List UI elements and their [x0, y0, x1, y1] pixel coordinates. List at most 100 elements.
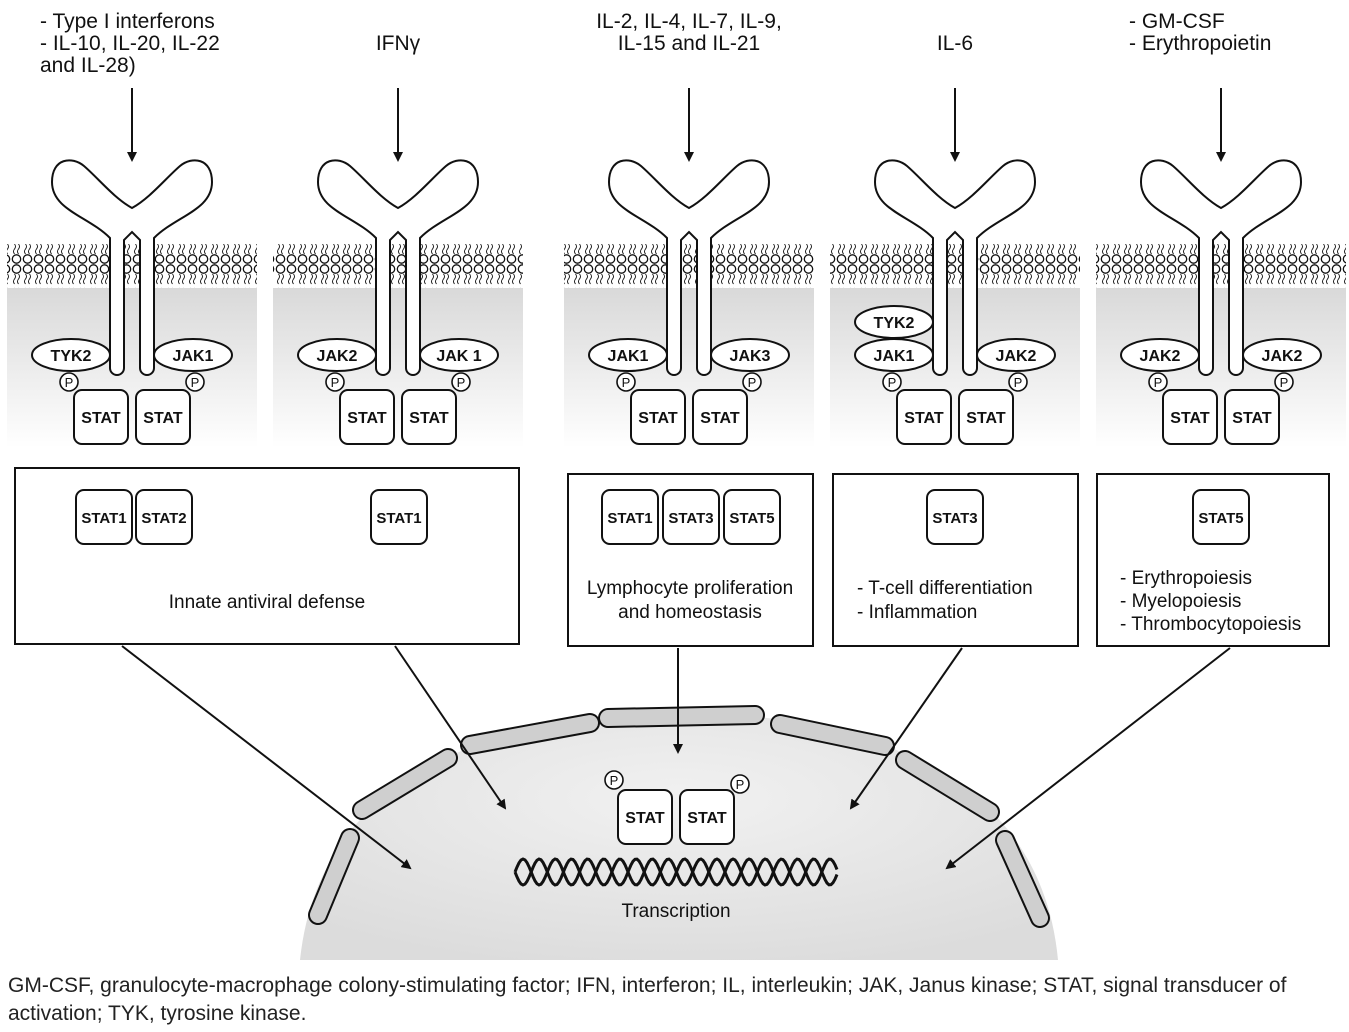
stat-box-right [958, 389, 1014, 445]
ligand-label: and IL-28) [40, 54, 136, 77]
cell-membrane [564, 244, 814, 288]
outcome-text: - T-cell differentiation [857, 578, 1033, 599]
outcome-box-3: STAT3- T-cell differentiation- Inflammat… [832, 473, 1079, 647]
jak-right [976, 338, 1056, 372]
ligand-label: - GM-CSF [1129, 10, 1225, 33]
nuclear-stat-left-label: STAT [625, 810, 665, 827]
stat-box-left-label: STAT [81, 410, 121, 427]
phospho-left-label: P [1154, 375, 1163, 390]
phospho-left [616, 372, 636, 392]
jak-left [1120, 338, 1200, 372]
nuclear-stat-right-label: STAT [687, 810, 727, 827]
stat-box-right-label: STAT [1232, 410, 1272, 427]
nuclear-stat-left [617, 789, 673, 845]
phospho-left-label: P [331, 375, 340, 390]
jak-right [710, 338, 790, 372]
phospho-left-label: P [888, 375, 897, 390]
stat-box-left-label: STAT [904, 410, 944, 427]
receptor [50, 159, 214, 376]
cell-membrane [1096, 244, 1346, 288]
stat-box-right-label: STAT [143, 410, 183, 427]
dna-strand [513, 857, 839, 887]
nuclear-phospho-left-label: P [610, 773, 619, 788]
jak-extra-label: TYK2 [874, 315, 915, 332]
outcome-stat-box-label: STAT1 [376, 510, 421, 527]
phospho-right-label: P [191, 375, 200, 390]
nuclear-envelope-segment-fill [462, 715, 598, 753]
outcome-stat-box [926, 489, 984, 545]
stat-box-right [401, 389, 457, 445]
figure-caption: GM-CSF, granulocyte-macrophage colony-st… [8, 974, 1287, 1025]
receptor [607, 159, 771, 376]
stat-box-right [135, 389, 191, 445]
nuclear-envelope-segment-fill [997, 832, 1048, 926]
outcome-stat-box [601, 489, 659, 545]
nuclear-phospho-right-label: P [736, 777, 745, 792]
jak-left-label: JAK1 [874, 348, 915, 365]
jak-right [1242, 338, 1322, 372]
jak-left-label: JAK1 [608, 348, 649, 365]
outcome-stat-box-label: STAT2 [141, 510, 186, 527]
outcome-stat-box-label: STAT5 [729, 510, 774, 527]
nuclear-phospho-left [604, 770, 624, 790]
nuclear-phospho-right [730, 774, 750, 794]
phospho-left [325, 372, 345, 392]
phospho-right [742, 372, 762, 392]
receptor [873, 159, 1037, 376]
jak-right [419, 338, 499, 372]
outcome-text: Lymphocyte proliferation [587, 578, 793, 599]
nucleus-arrow [121, 645, 412, 870]
outcome-frame [1096, 473, 1330, 647]
jak-right-label: JAK2 [1262, 348, 1303, 365]
phospho-left [1148, 372, 1168, 392]
jak-right-label: JAK2 [996, 348, 1037, 365]
outcome-stat-box-label: STAT3 [668, 510, 713, 527]
stat-box-left [896, 389, 952, 445]
stat-box-left [73, 389, 129, 445]
cytoplasm-panel [7, 288, 257, 448]
phospho-left [882, 372, 902, 392]
outcome-stat-box [370, 489, 428, 545]
outcome-stat-box-label: STAT3 [932, 510, 977, 527]
jak-left-label: TYK2 [51, 348, 92, 365]
jak-stat-diagram: Transcription - Type I interferons- IL-1… [7, 10, 1346, 960]
phospho-right-label: P [1014, 375, 1023, 390]
nuclear-envelope-segment-fill [772, 716, 893, 754]
nuclear-envelope-segment-fill [897, 752, 998, 820]
stat-box-right-label: STAT [409, 410, 449, 427]
nucleus-arrow [394, 645, 507, 810]
outcome-text: - Myelopoiesis [1120, 591, 1241, 612]
outcome-stat-box-label: STAT1 [81, 510, 126, 527]
ligand-label: - IL-10, IL-20, IL-22 [40, 32, 220, 55]
outcome-stat-box [723, 489, 781, 545]
phospho-right [1274, 372, 1294, 392]
stat-box-left-label: STAT [638, 410, 678, 427]
jak-right-label: JAK3 [730, 348, 771, 365]
nucleus-arrow [849, 647, 963, 810]
jak-left [297, 338, 377, 372]
phospho-right-label: P [748, 375, 757, 390]
phospho-right [1008, 372, 1028, 392]
outcome-box-4: STAT5- Erythropoiesis- Myelopoiesis- Thr… [1096, 473, 1330, 647]
stat-box-left-label: STAT [347, 410, 387, 427]
ligand-label: IL-15 and IL-21 [618, 32, 760, 55]
ligand-label: IL-2, IL-4, IL-7, IL-9, [596, 10, 782, 33]
receptor [1139, 159, 1303, 376]
cell-membrane [7, 244, 257, 288]
stat-box-left [1162, 389, 1218, 445]
jak-right-label: JAK 1 [436, 348, 481, 365]
stat-box-left [339, 389, 395, 445]
phospho-right [451, 372, 471, 392]
outcome-text: and homeostasis [618, 602, 762, 623]
cytoplasm-panel [1096, 288, 1346, 448]
outcome-frame [14, 467, 520, 645]
nuclear-envelope-segment-fill [310, 830, 358, 923]
jak-extra [854, 305, 934, 339]
outcome-stat-box [662, 489, 720, 545]
nucleus-arrow [945, 647, 1231, 870]
jak-left [588, 338, 668, 372]
jak-left-label: JAK2 [317, 348, 358, 365]
